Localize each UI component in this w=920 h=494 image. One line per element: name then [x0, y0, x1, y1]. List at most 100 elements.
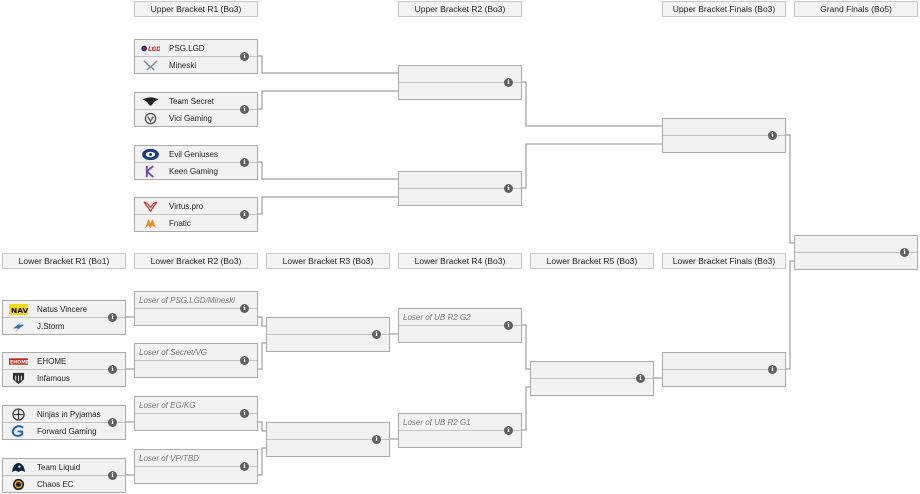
header-ub-r1: Upper Bracket R1 (Bo3)	[134, 1, 258, 17]
j-storm-logo-icon	[12, 320, 25, 333]
team-name: EHOME	[37, 357, 67, 366]
match-info-icon[interactable]: i	[372, 330, 381, 339]
match-info-icon[interactable]: i	[504, 78, 513, 87]
team-slot[interactable]: EHOME EHOME	[3, 353, 125, 370]
team-slot[interactable]: Keen Gaming	[135, 163, 257, 180]
match-info-icon[interactable]: i	[768, 131, 777, 140]
team-slot[interactable]: Evil Geniuses	[135, 146, 257, 163]
team-slot[interactable]	[399, 431, 521, 448]
evil-geniuses-logo-icon	[142, 148, 159, 161]
keen-gaming-logo-icon	[145, 165, 154, 178]
team-slot[interactable]	[399, 172, 521, 189]
team-slot[interactable]	[663, 353, 785, 370]
match-lb-r3-1: i	[266, 317, 390, 352]
match-lb-r2-1: Loser of PSG.LGD/Mineski i	[134, 291, 258, 326]
team-slot[interactable]: J.Storm	[3, 318, 125, 335]
ninjas-in-pyjamas-logo-icon	[12, 408, 25, 421]
team-slot[interactable]: Loser of UB R2 G1	[399, 414, 521, 431]
match-info-icon[interactable]: i	[240, 52, 249, 61]
team-slot[interactable]	[531, 362, 653, 379]
team-slot[interactable]: Loser of EG/KG	[135, 397, 257, 414]
match-info-icon[interactable]: i	[240, 409, 249, 418]
team-slot[interactable]	[267, 335, 389, 352]
team-slot[interactable]	[795, 253, 917, 270]
match-info-icon[interactable]: i	[108, 313, 117, 322]
match-grand-finals: i	[794, 235, 918, 270]
match-lb-r2-4: Loser of VP/TBD i	[134, 449, 258, 484]
match-info-icon[interactable]: i	[240, 210, 249, 219]
team-slot[interactable]: LGD PSG.LGD	[135, 40, 257, 57]
match-info-icon[interactable]: i	[240, 356, 249, 365]
team-slot[interactable]	[795, 236, 917, 253]
match-info-icon[interactable]: i	[504, 321, 513, 330]
team-slot[interactable]	[135, 309, 257, 326]
team-slot[interactable]: Virtus.pro	[135, 198, 257, 215]
match-lb-r1-4: Team Liquid Chaos EC i	[2, 458, 126, 493]
match-info-icon[interactable]: i	[768, 365, 777, 374]
match-ub-r1-2: Team Secret Vici Gaming i	[134, 92, 258, 127]
team-slot[interactable]	[267, 440, 389, 457]
match-info-icon[interactable]: i	[108, 365, 117, 374]
team-slot[interactable]: Team Liquid	[3, 459, 125, 476]
match-info-icon[interactable]: i	[636, 374, 645, 383]
match-info-icon[interactable]: i	[504, 184, 513, 193]
team-slot[interactable]: Loser of PSG.LGD/Mineski	[135, 292, 257, 309]
team-slot[interactable]: Loser of VP/TBD	[135, 450, 257, 467]
match-lb-r2-3: Loser of EG/KG i	[134, 396, 258, 431]
match-ub-r1-4: Virtus.pro Fnatic i	[134, 197, 258, 232]
placeholder-label: Loser of EG/KG	[139, 401, 196, 410]
team-name: Team Secret	[169, 97, 214, 106]
team-slot[interactable]	[663, 370, 785, 387]
team-slot[interactable]: Ninjas in Pyjamas	[3, 406, 125, 423]
match-info-icon[interactable]: i	[240, 158, 249, 167]
header-ub-finals: Upper Bracket Finals (Bo3)	[662, 1, 786, 17]
team-slot[interactable]: Mineski	[135, 57, 257, 74]
header-lb-finals: Lower Bracket Finals (Bo3)	[662, 253, 786, 269]
match-info-icon[interactable]: i	[240, 462, 249, 471]
team-slot[interactable]	[399, 83, 521, 100]
team-slot[interactable]	[135, 467, 257, 484]
team-slot[interactable]: Loser of Secret/VG	[135, 344, 257, 361]
team-slot[interactable]	[135, 361, 257, 378]
mineski-logo-icon	[143, 60, 158, 71]
match-lb-r2-2: Loser of Secret/VG i	[134, 343, 258, 378]
team-name: Chaos EC	[37, 480, 74, 489]
match-info-icon[interactable]: i	[240, 304, 249, 313]
match-info-icon[interactable]: i	[240, 105, 249, 114]
team-slot[interactable]: NAVI Natus Vincere	[3, 301, 125, 318]
match-lb-r1-2: EHOME EHOME Infamous i	[2, 352, 126, 387]
vici-gaming-logo-icon	[144, 112, 157, 125]
team-slot[interactable]	[663, 136, 785, 153]
placeholder-label: Loser of PSG.LGD/Mineski	[139, 296, 236, 305]
team-slot[interactable]	[135, 414, 257, 431]
match-lb-finals: i	[662, 352, 786, 387]
team-slot[interactable]: Loser of UB R2 G2	[399, 309, 521, 326]
match-info-icon[interactable]: i	[108, 471, 117, 480]
team-slot[interactable]	[531, 379, 653, 396]
match-lb-r4-2: Loser of UB R2 G1 i	[398, 413, 522, 448]
infamous-logo-icon	[12, 372, 25, 385]
team-slot[interactable]	[399, 326, 521, 343]
team-slot[interactable]: Fnatic	[135, 215, 257, 232]
team-slot[interactable]: Team Secret	[135, 93, 257, 110]
team-slot[interactable]: Infamous	[3, 370, 125, 387]
match-info-icon[interactable]: i	[900, 248, 909, 257]
team-name: Vici Gaming	[169, 114, 212, 123]
team-slot[interactable]	[267, 423, 389, 440]
team-slot[interactable]: Forward Gaming	[3, 423, 125, 440]
team-slot[interactable]	[399, 189, 521, 206]
team-name: Keen Gaming	[169, 167, 218, 176]
team-slot[interactable]	[399, 66, 521, 83]
match-info-icon[interactable]: i	[372, 435, 381, 444]
team-name: Mineski	[169, 61, 197, 70]
team-slot[interactable]	[663, 119, 785, 136]
match-info-icon[interactable]: i	[108, 418, 117, 427]
team-slot[interactable]: Chaos EC	[3, 476, 125, 493]
match-info-icon[interactable]: i	[504, 426, 513, 435]
team-slot[interactable]: Vici Gaming	[135, 110, 257, 127]
placeholder-label: Loser of UB R2 G2	[403, 313, 471, 322]
virtus-pro-logo-icon	[143, 201, 158, 213]
psg-lgd-logo-icon: LGD	[141, 45, 160, 53]
team-slot[interactable]	[267, 318, 389, 335]
header-lb-r5: Lower Bracket R5 (Bo3)	[530, 253, 654, 269]
